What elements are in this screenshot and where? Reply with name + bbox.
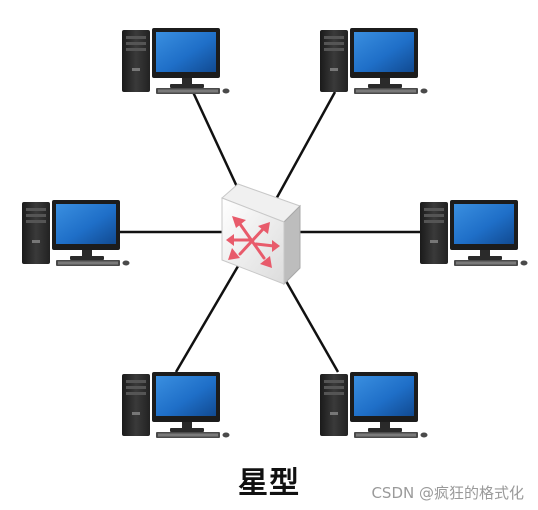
computer-bottom-right [320, 372, 428, 438]
network-switch-icon [221, 183, 301, 286]
computer-middle-right [420, 200, 528, 266]
computer-middle-left [22, 200, 130, 266]
computer-top-right [320, 28, 428, 94]
computer-top-left [122, 28, 230, 94]
computer-bottom-left [122, 372, 230, 438]
watermark-text: CSDN @疯狂的格式化 [371, 484, 524, 502]
topology-label: 星型 [238, 466, 300, 501]
